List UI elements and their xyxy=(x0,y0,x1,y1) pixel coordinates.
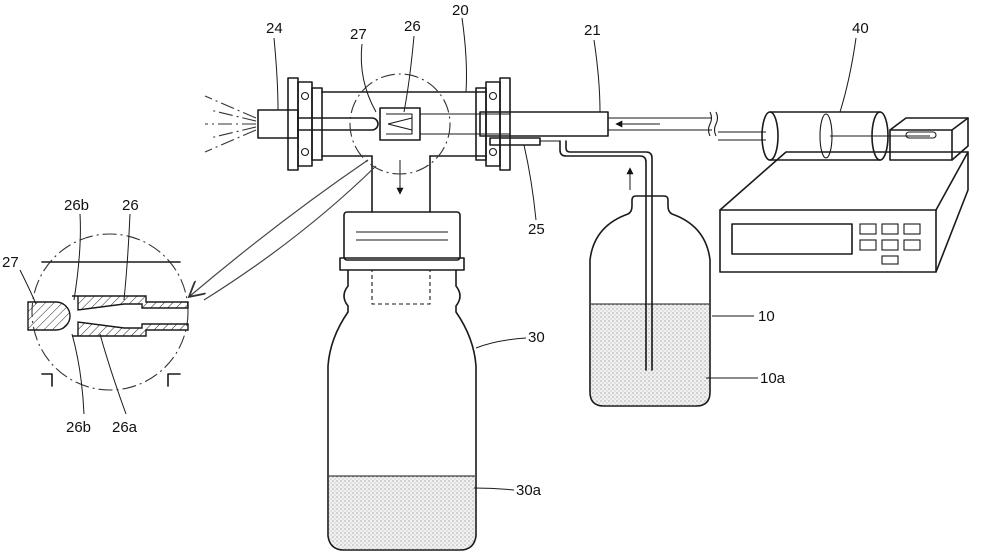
atomizer-body xyxy=(258,78,608,212)
detail-label-27: 27 xyxy=(2,254,19,271)
detail-circle-small xyxy=(350,74,450,174)
detail-label-26-top: 26 xyxy=(122,197,139,214)
reference-labels: 24 27 26 20 21 40 25 30 10 10a 30a 26b 2… xyxy=(2,2,869,499)
gas-line xyxy=(608,112,766,140)
syringe-pump xyxy=(720,112,968,272)
detail-label-26b-bottom: 26b xyxy=(66,419,91,436)
label-24: 24 xyxy=(266,20,283,37)
label-21: 21 xyxy=(584,22,601,39)
label-30a: 30a xyxy=(516,482,542,499)
label-40: 40 xyxy=(852,20,869,37)
detail-view xyxy=(28,160,376,390)
label-27: 27 xyxy=(350,26,367,43)
label-20: 20 xyxy=(452,2,469,19)
spray-lines xyxy=(205,96,256,152)
label-26: 26 xyxy=(404,18,421,35)
detail-label-26a: 26a xyxy=(112,419,138,436)
label-30: 30 xyxy=(528,329,545,346)
label-10a: 10a xyxy=(760,370,786,387)
label-25: 25 xyxy=(528,221,545,238)
reservoir-bottle xyxy=(560,141,710,406)
detail-label-26b-top: 26b xyxy=(64,197,89,214)
collection-bottle xyxy=(328,212,476,550)
leader-lines xyxy=(20,18,856,490)
label-10: 10 xyxy=(758,308,775,325)
